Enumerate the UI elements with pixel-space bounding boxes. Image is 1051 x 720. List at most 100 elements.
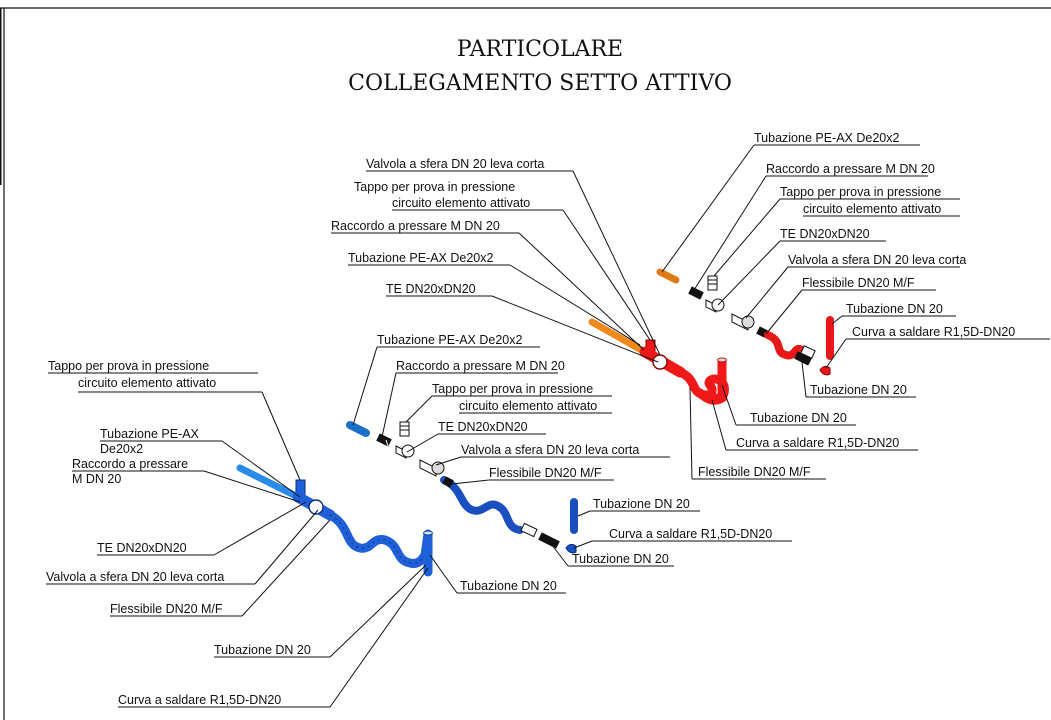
pe-pipe-center xyxy=(346,421,370,437)
leader-tubo-dn-red xyxy=(721,384,737,426)
label-raccordo-red: Raccordo a pressare M DN 20 xyxy=(331,219,500,233)
flessibile-blue-left-ribs xyxy=(329,514,429,564)
leader-valvola-center xyxy=(435,456,462,466)
leader-tappo-red xyxy=(562,209,651,341)
label-tubo-pe-blue-1: Tubazione PE-AX xyxy=(100,427,200,441)
leader-curva-red xyxy=(711,399,727,451)
label-curva-blue: Curva a saldare R1,5D-DN20 xyxy=(118,693,281,707)
label-tappo-red-1: Tappo per prova in pressione xyxy=(354,180,515,194)
label-tubo-pe-red: Tubazione PE-AX De20x2 xyxy=(348,251,494,265)
flessibile-center-end xyxy=(520,522,538,538)
labels-center: Tubazione PE-AX De20x2 Raccordo a pressa… xyxy=(352,333,792,567)
labels-orange-red: Valvola a sfera DN 20 leva corta Tappo p… xyxy=(331,157,918,480)
pipe-end-blue-left xyxy=(423,530,433,536)
label-tappo-blue-2: circuito elemento attivato xyxy=(78,376,216,390)
leader-raccordo-red xyxy=(518,232,645,351)
labels-blue-left: Tappo per prova in pressione circuito el… xyxy=(46,359,566,708)
valve-wheel-blue-left xyxy=(308,499,324,515)
curva-right xyxy=(819,365,831,376)
leader-tubo-pe-red xyxy=(509,264,641,346)
pe-pipe-orange xyxy=(588,318,649,356)
label-curva-red: Curva a saldare R1,5D-DN20 xyxy=(736,436,899,450)
label-raccordo-blue-1: Raccordo a pressare xyxy=(72,457,188,471)
labels-right-exploded: Tubazione PE-AX De20x2 Raccordo a pressa… xyxy=(661,131,1050,398)
leader-flessibile-red xyxy=(689,387,693,480)
leader-raccordo-center xyxy=(381,372,397,438)
leader-valvola-red xyxy=(572,170,661,356)
label-flessibile-right: Flessibile DN20 M/F xyxy=(802,276,915,290)
pipe-end-red xyxy=(717,357,727,363)
leader-tubo-pe-blue xyxy=(221,440,301,498)
leader-tappo-center xyxy=(405,395,433,423)
label-tappo-center-1: Tappo per prova in pressione xyxy=(432,382,593,396)
leader-raccordo-right xyxy=(693,175,767,291)
assembly-orange-red xyxy=(588,318,729,405)
curva-center xyxy=(565,543,577,554)
title-line-2: COLLEGAMENTO SETTO ATTIVO xyxy=(348,71,732,96)
label-valvola-red: Valvola a sfera DN 20 leva corta xyxy=(366,157,544,171)
leader-flessibile-center xyxy=(451,479,490,485)
leader-valvola-right xyxy=(745,266,789,319)
label-tubo-dn-center-a: Tubazione DN 20 xyxy=(593,497,690,511)
label-tubo-dn-right-b: Tubazione DN 20 xyxy=(810,383,907,397)
label-tappo-right-1: Tappo per prova in pressione xyxy=(780,185,941,199)
label-tappo-right-2: circuito elemento attivato xyxy=(803,202,941,216)
label-tappo-center-2: circuito elemento attivato xyxy=(459,399,597,413)
label-raccordo-blue-2: M DN 20 xyxy=(72,472,121,486)
label-tubo-dn-red: Tubazione DN 20 xyxy=(750,411,847,425)
label-curva-right: Curva a saldare R1,5D-DN20 xyxy=(852,325,1015,339)
raccordo-center xyxy=(376,433,392,447)
leader-tubo-dn-blue-b xyxy=(329,564,427,658)
label-tubo-dn-blue-a: Tubazione DN 20 xyxy=(460,579,557,593)
leader-te-blue xyxy=(213,501,307,556)
label-te-center: TE DN20xDN20 xyxy=(438,420,528,434)
leader-tubo-dn-center-a xyxy=(577,510,591,517)
label-tubo-dn-right-a: Tubazione DN 20 xyxy=(846,302,943,316)
pe-pipe-right xyxy=(656,268,680,284)
pe-pipe-blue-left xyxy=(236,464,302,501)
label-te-blue: TE DN20xDN20 xyxy=(97,541,187,555)
tubazione-dn20-center-b xyxy=(538,532,560,549)
leader-curva-right xyxy=(825,338,847,369)
label-valvola-blue: Valvola a sfera DN 20 leva corta xyxy=(46,570,224,584)
leader-flessibile-blue xyxy=(241,519,331,617)
label-flessibile-red: Flessibile DN20 M/F xyxy=(698,465,811,479)
flessibile-right-end xyxy=(800,345,816,359)
label-tubo-pe-blue-2: De20x2 xyxy=(100,442,143,456)
leader-curva-blue xyxy=(329,567,429,708)
leader-tubo-dn-right-b xyxy=(801,361,807,398)
label-tubo-dn-center-b: Tubazione DN 20 xyxy=(572,552,669,566)
flessibile-blue-left xyxy=(325,510,433,568)
assembly-center-exploded xyxy=(346,421,578,554)
label-te-red: TE DN20xDN20 xyxy=(386,282,476,296)
tappo-center xyxy=(399,421,410,437)
label-curva-center: Curva a saldare R1,5D-DN20 xyxy=(609,527,772,541)
label-raccordo-center: Raccordo a pressare M DN 20 xyxy=(396,359,565,373)
tubazione-dn20-right-b xyxy=(794,351,812,366)
title-line-1: PARTICOLARE xyxy=(457,37,623,62)
label-valvola-center: Valvola a sfera DN 20 leva corta xyxy=(461,443,639,457)
valvola-right-handle xyxy=(741,315,755,329)
leader-tubo-dn-blue-a xyxy=(429,554,458,594)
label-tubo-pe-center: Tubazione PE-AX De20x2 xyxy=(377,333,523,347)
label-flessibile-center: Flessibile DN20 M/F xyxy=(489,466,602,480)
label-tappo-blue-1: Tappo per prova in pressione xyxy=(48,359,209,373)
leader-te-right xyxy=(717,240,781,306)
valvola-center-handle xyxy=(431,461,445,475)
leader-flessibile-right xyxy=(765,289,803,335)
label-te-right: TE DN20xDN20 xyxy=(780,227,870,241)
raccordo-center-ring xyxy=(385,439,389,447)
label-flessibile-blue: Flessibile DN20 M/F xyxy=(110,602,223,616)
label-tubo-pe-right: Tubazione PE-AX De20x2 xyxy=(754,131,900,145)
leader-valvola-blue xyxy=(254,509,319,585)
label-tubo-dn-blue-b: Tubazione DN 20 xyxy=(214,643,311,657)
valvola-center xyxy=(419,459,437,477)
flessibile-center-nut xyxy=(442,476,454,488)
raccordo-right xyxy=(688,286,704,300)
leader-te-red xyxy=(491,295,659,363)
label-valvola-right: Valvola a sfera DN 20 leva corta xyxy=(788,253,966,267)
leader-tappo-right xyxy=(713,198,781,277)
flessibile-right xyxy=(764,331,806,360)
leader-tubo-pe-center xyxy=(352,346,378,426)
